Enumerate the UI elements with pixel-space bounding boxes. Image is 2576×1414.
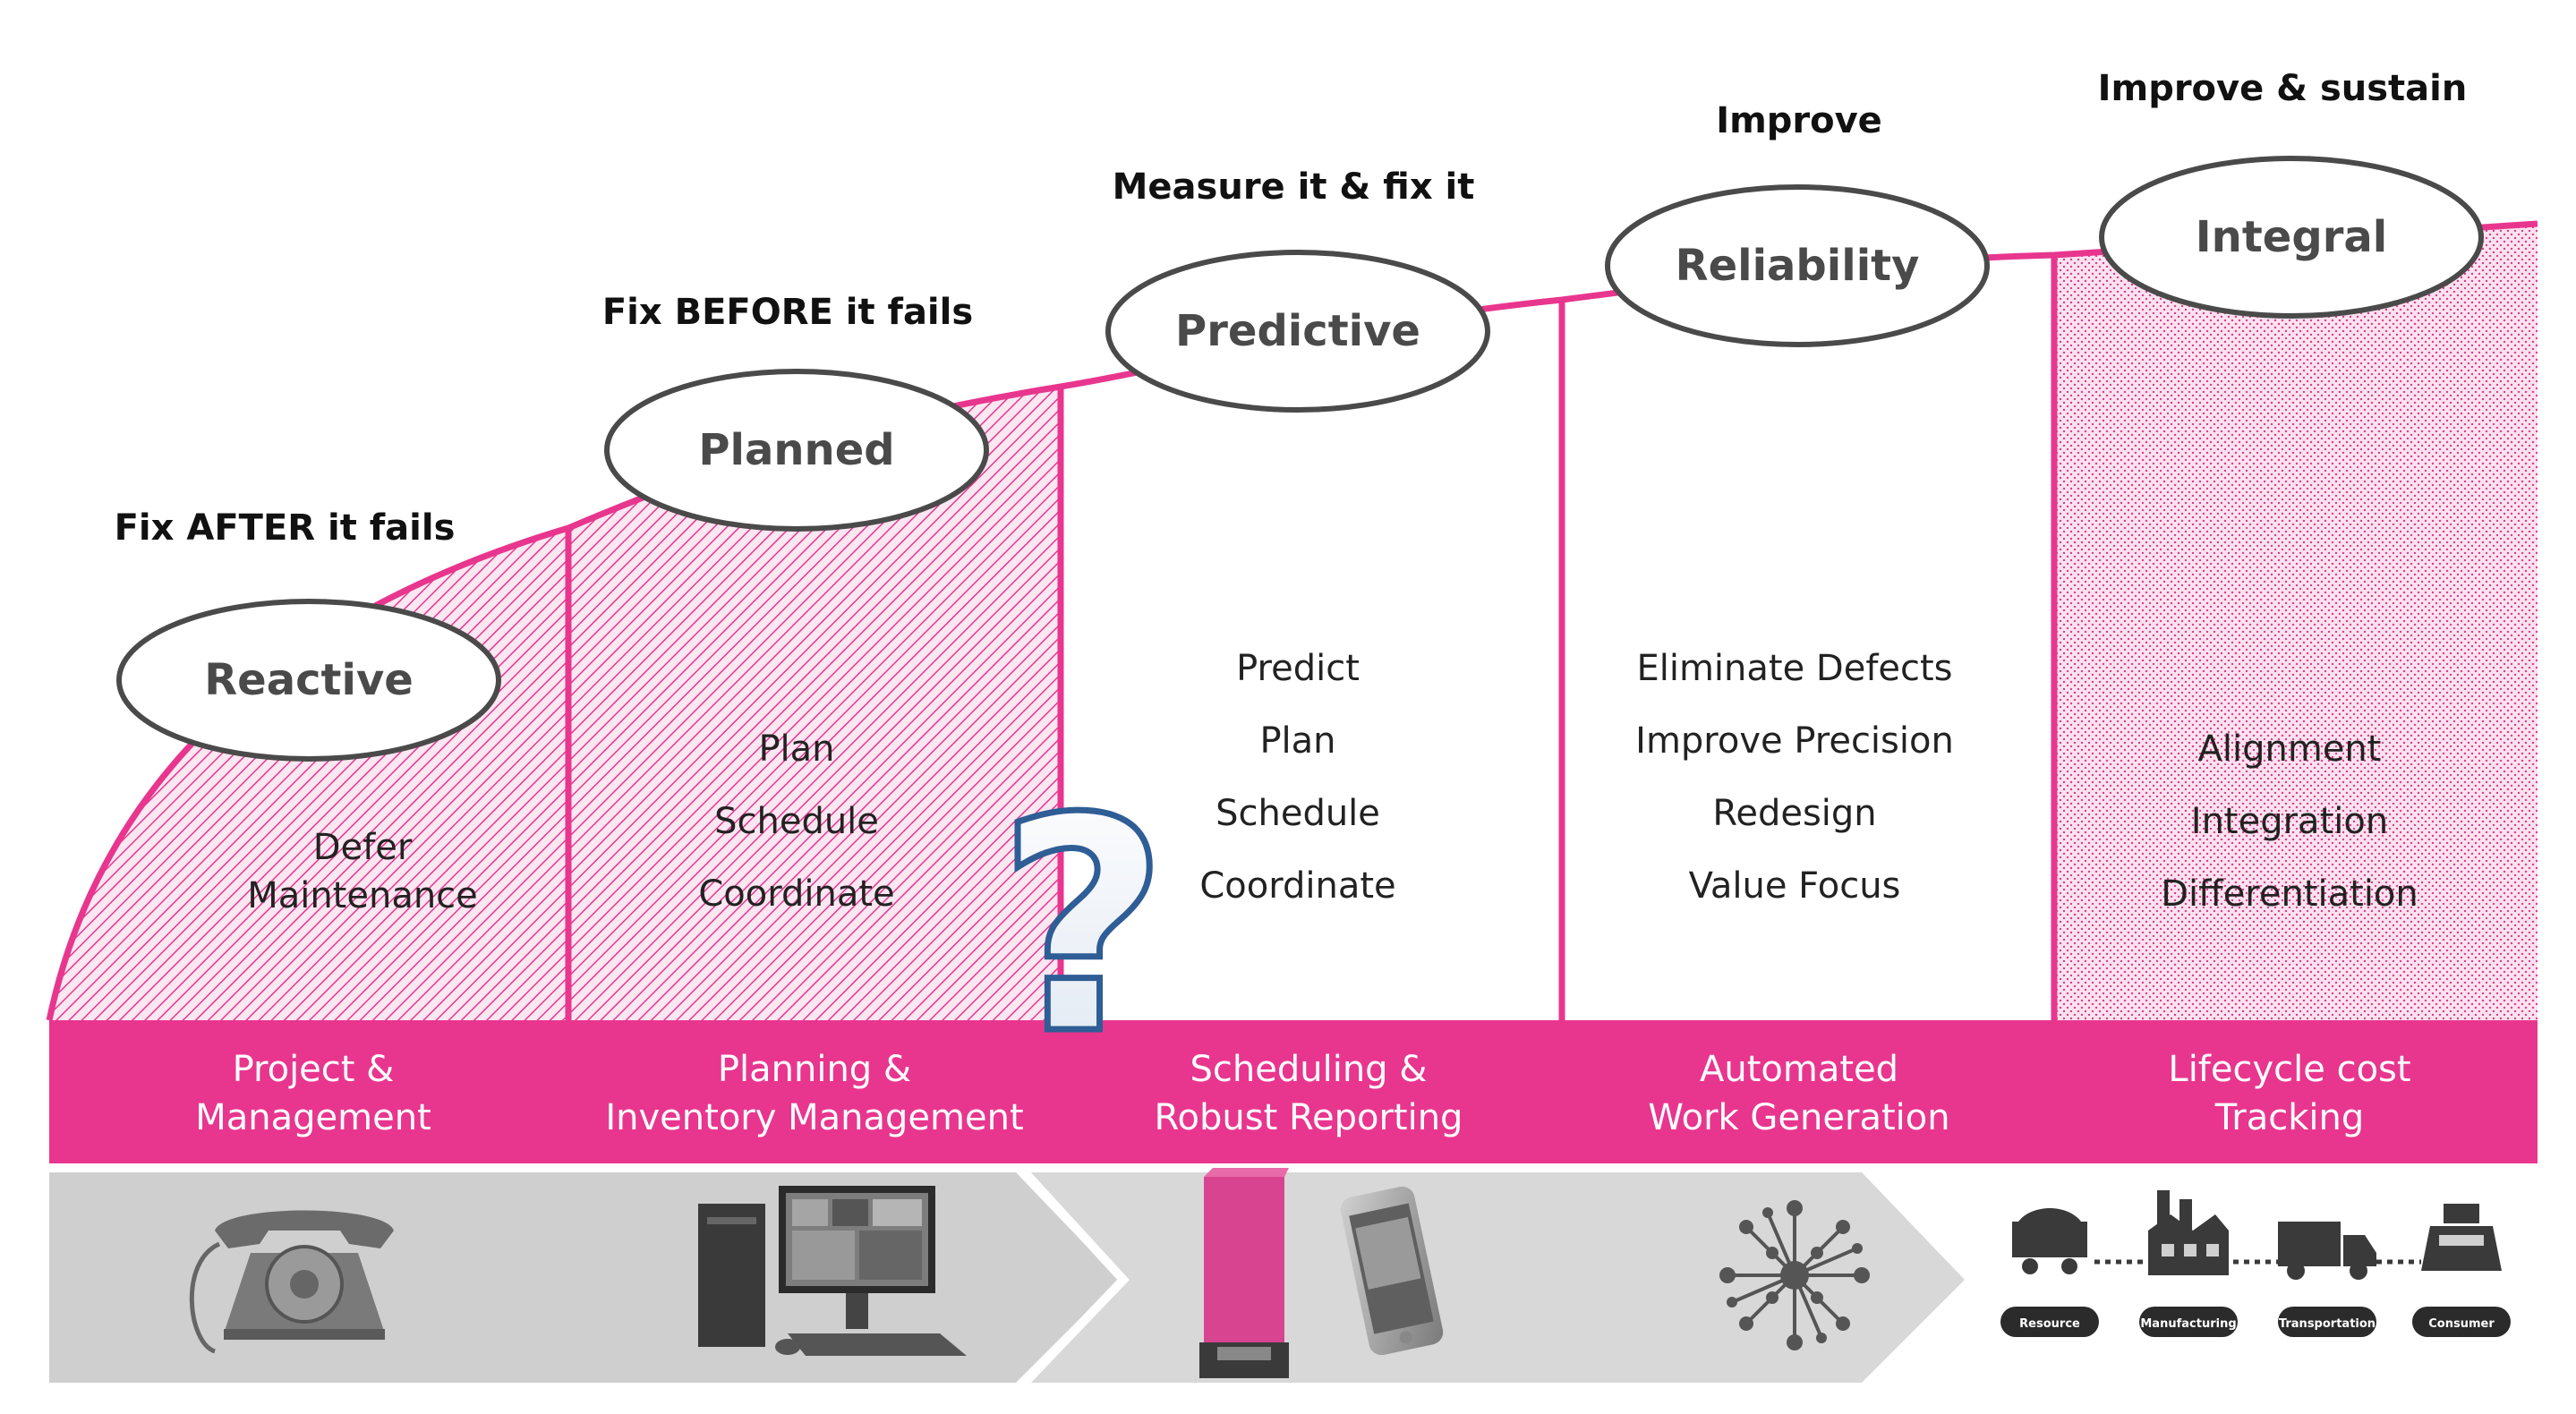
stage-caption: Measure it & fix it — [1113, 166, 1475, 208]
smartphone-icon — [1340, 1186, 1444, 1356]
stage-item: Plan — [758, 728, 834, 770]
integral-zone — [2054, 224, 2538, 1020]
stage-item: Value Focus — [1689, 865, 1901, 907]
supply-chain-label-manufacturing: Manufacturing — [2139, 1307, 2238, 1337]
kiosk-device-icon — [1199, 1168, 1289, 1378]
stage-item: Schedule — [1215, 793, 1380, 834]
desktop-computer-icon — [698, 1186, 967, 1356]
stage-ellipse — [1105, 250, 1490, 413]
band-label: Planning & — [718, 1049, 911, 1090]
planned-zone — [568, 387, 1061, 1020]
stage-name: Integral — [2196, 212, 2387, 262]
stage-reactive: Fix AFTER it failsReactiveDeferMaintenan… — [115, 507, 501, 1138]
stage-item: Predict — [1236, 648, 1360, 689]
stage-planned: Fix BEFORE it failsPlannedPlanScheduleCo… — [602, 292, 1024, 1138]
question-mark-glyph: ? — [997, 755, 1168, 1099]
supply-chain-label-transportation: Transportation — [2278, 1307, 2376, 1337]
stage-ellipse — [604, 369, 989, 532]
band-label: Robust Reporting — [1155, 1097, 1463, 1138]
stage-item: Coordinate — [1199, 865, 1395, 907]
stage-predictive: Measure it & fix it PredictivePredictPlan… — [1105, 166, 1490, 1138]
manufacturing-factory-icon — [2148, 1190, 2229, 1275]
supply-chain-label: Consumer — [2428, 1317, 2495, 1331]
supply-chain-label: Manufacturing — [2140, 1317, 2236, 1331]
stage-caption: Fix AFTER it fails — [115, 507, 456, 549]
stage-item: Improve Precision — [1635, 720, 1954, 762]
stage-item: Coordinate — [698, 873, 894, 915]
stage-ellipse — [2099, 156, 2484, 319]
stage-name: Reliability — [1676, 241, 1920, 291]
band-label: Automated — [1700, 1049, 1898, 1090]
band-label: Project & — [233, 1049, 395, 1090]
stage-ellipse — [116, 599, 501, 762]
capability-band — [49, 1020, 2538, 1163]
stage-item: Differentiation — [2161, 873, 2418, 915]
stage-name: Predictive — [1175, 306, 1420, 356]
consumer-register-icon — [2421, 1204, 2502, 1271]
stage-name: Reactive — [204, 655, 414, 705]
stage-name: Planned — [698, 425, 894, 475]
band-label: Tracking — [2214, 1097, 2365, 1138]
stage-caption: Fix BEFORE it fails — [602, 292, 973, 333]
question-mark-icon: ? — [994, 753, 1172, 1103]
supply-chain-label-consumer: Consumer — [2412, 1307, 2511, 1337]
network-hub-icon — [1719, 1200, 1870, 1350]
resource-cart-icon — [2012, 1208, 2087, 1274]
stage-item: Alignment — [2198, 728, 2382, 770]
stage-integral: Improve & sustainIntegralAlignmentIntegr… — [2098, 68, 2484, 1138]
supply-chain-label-resource: Resource — [2000, 1307, 2099, 1337]
stage-item: Eliminate Defects — [1636, 648, 1952, 689]
stage-item: Defer — [313, 827, 413, 868]
band-label: Lifecycle cost — [2168, 1049, 2410, 1090]
band-label: Management — [195, 1097, 431, 1138]
transportation-truck-icon — [2278, 1222, 2376, 1280]
supply-chain-icon: Resource Manufacturing Transportation Consu… — [2000, 1190, 2511, 1337]
stage-caption: Improve & sustain — [2098, 68, 2468, 109]
telephone-icon — [189, 1210, 394, 1354]
supply-chain-label: Transportation — [2279, 1317, 2376, 1331]
band-label: Work Generation — [1648, 1097, 1949, 1138]
stage-ellipse — [1605, 184, 1990, 347]
stage-caption: Improve — [1716, 100, 1882, 141]
stage-item: Integration — [2191, 801, 2388, 842]
stage-item: Schedule — [714, 801, 879, 842]
stage-item: Maintenance — [247, 875, 478, 916]
stage-item: Redesign — [1712, 793, 1876, 834]
band-label: Inventory Management — [605, 1097, 1023, 1138]
supply-chain-label: Resource — [2019, 1317, 2080, 1331]
stage-dividers — [565, 255, 2058, 1020]
band-label: Scheduling & — [1190, 1049, 1428, 1090]
stage-item: Plan — [1259, 720, 1335, 762]
